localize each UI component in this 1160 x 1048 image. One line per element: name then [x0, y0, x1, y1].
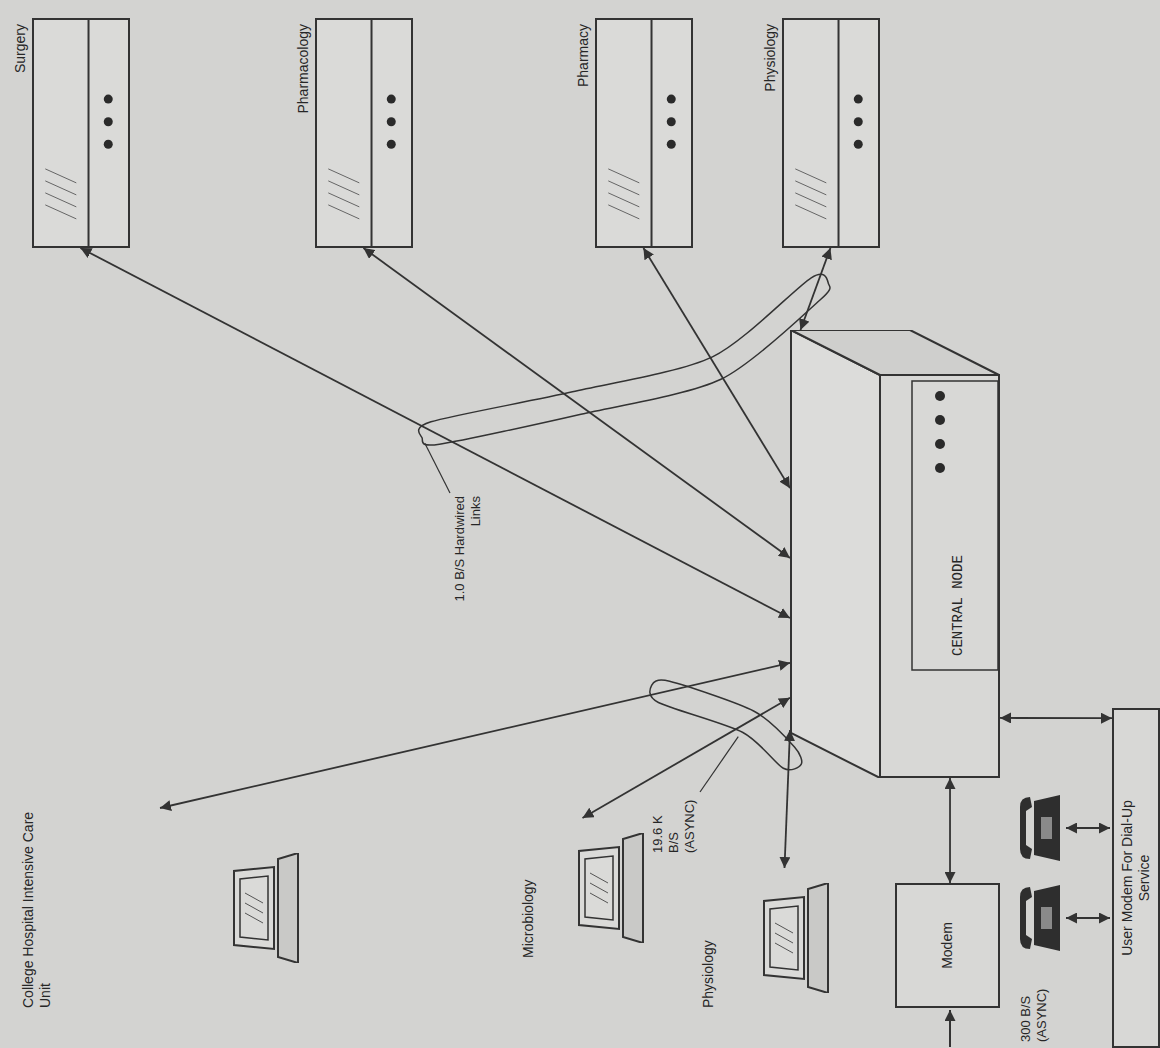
rack-detail [317, 20, 411, 246]
box-label: User Modem For Dial-Up Service [1119, 793, 1153, 963]
unit-label: College Hospital Intensive Care Unit [20, 808, 54, 1008]
terminal-icon [760, 883, 830, 993]
terminal: Physiology [700, 868, 830, 1008]
rack-box [315, 18, 413, 248]
unit-label: Pharmacology [295, 18, 315, 248]
link-arrow [949, 778, 951, 883]
rack-detail [597, 20, 691, 246]
link-arrow [363, 248, 790, 558]
terminal: Microbiology [520, 818, 645, 958]
link-arrow [801, 248, 831, 330]
rack-box [595, 18, 693, 248]
unit-label: Physiology [762, 18, 782, 248]
rack-box [782, 18, 880, 248]
telephone-icon [1020, 795, 1060, 861]
rate-label: 19.6 K B/S (ASYNC) [650, 795, 698, 853]
bundle-loop [419, 274, 830, 445]
leader-line [425, 443, 450, 493]
box-label: CENTRAL NODE [950, 555, 967, 656]
unit-label: Pharmacy [575, 18, 595, 248]
rate-label: 300 B/S (ASYNC) [1018, 958, 1050, 1042]
unit-label: Surgery [12, 18, 32, 248]
link-arrow [1000, 717, 1112, 719]
unit-label: Microbiology [520, 879, 537, 958]
modem-box: User Modem For Dial-Up Service [1112, 708, 1160, 1048]
rack-unit: Physiology [762, 18, 880, 248]
link-arrow [785, 730, 791, 868]
rate-label: 1.0 B/S Hardwired Links [452, 496, 484, 608]
central-node: CENTRAL NODE [790, 330, 1000, 778]
rack-unit: Surgery [12, 18, 130, 248]
bundle-loop [650, 680, 802, 770]
rate-label-box: 19.6 K B/S (ASYNC) [650, 795, 698, 853]
terminal: College Hospital Intensive Care Unit [20, 808, 300, 1008]
rack-detail [784, 20, 878, 246]
rack-unit: Pharmacology [295, 18, 413, 248]
feed-line [949, 1010, 951, 1047]
central-node-shape [790, 330, 1000, 778]
rate-label-box: 300 B/S (ASYNC) [1018, 958, 1050, 1042]
telephone-icon [1020, 885, 1060, 951]
link-arrow [160, 663, 790, 808]
terminal-icon [575, 833, 645, 943]
link-arrow [80, 248, 790, 618]
leader-line [700, 737, 738, 792]
rate-label-box: 1.0 B/S Hardwired Links [452, 496, 484, 608]
rack-box [32, 18, 130, 248]
rack-detail [34, 20, 128, 246]
link-arrow [643, 248, 790, 488]
unit-label: Physiology [700, 940, 717, 1008]
terminal-icon [230, 853, 300, 963]
phone-line [1066, 917, 1110, 919]
rack-unit: Pharmacy [575, 18, 693, 248]
phone-line [1066, 827, 1110, 829]
modem-box: Modem [895, 883, 1000, 1008]
box-label: Modem [939, 922, 956, 969]
